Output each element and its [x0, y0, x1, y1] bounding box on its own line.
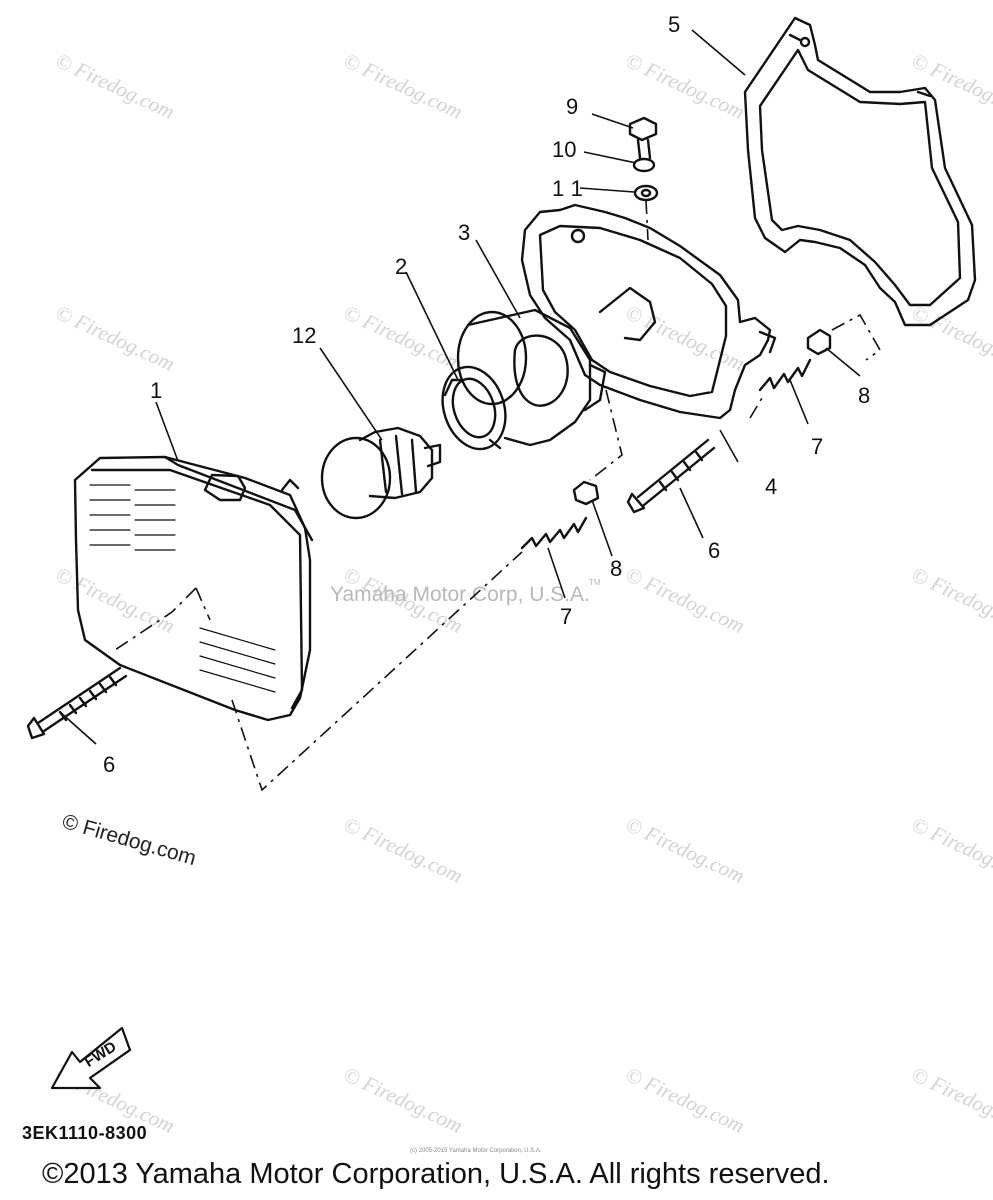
part-6-adjusting-screw: [26, 666, 128, 740]
callout-label: 11: [552, 176, 591, 201]
part-10-lock-washer: [632, 157, 656, 173]
callout-label: 2: [395, 254, 408, 279]
center-credit: Yamaha Motor Corp, U.S.A.: [330, 583, 590, 606]
part-2-retaining-ring: [441, 365, 507, 451]
trademark-mark: TM: [589, 578, 601, 587]
callout-label: 7: [811, 434, 824, 459]
lens-pattern: [89, 484, 276, 693]
part-7-spring: [520, 516, 588, 550]
part-5-outer-rim: [743, 16, 977, 327]
part-3-socket-holder: [456, 308, 607, 447]
callout-label: 5: [668, 12, 681, 37]
callout-label: 9: [566, 94, 579, 119]
part-8-nut: [806, 328, 832, 356]
callout-label: 12: [292, 323, 317, 348]
diagram-code: 3EK1110-8300: [22, 1123, 148, 1143]
small-copyright: (c) 2005-2015 Yamaha Motor Corporation, …: [410, 1148, 542, 1154]
leader-lines: [59, 29, 861, 745]
callout-label: 4: [765, 474, 778, 499]
part-11-washer-hole: [640, 188, 652, 198]
part-8-nut: [572, 480, 600, 506]
callout-label: 1: [150, 378, 163, 403]
footer-copyright: ©2013 Yamaha Motor Corporation, U.S.A. A…: [42, 1158, 830, 1190]
callout-label: 3: [458, 220, 471, 245]
part-12-bulb: [320, 426, 442, 520]
callout-label: 10: [552, 137, 577, 162]
fwd-arrow-icon: FWD: [50, 1026, 132, 1090]
part-1-headlight-unit: [73, 455, 314, 722]
callout-label: 8: [610, 556, 623, 581]
part-6-adjusting-screw: [626, 438, 716, 514]
part-7-spring: [758, 358, 812, 392]
part-9-screw: [628, 116, 658, 160]
part-4-headlight-case: [520, 203, 777, 420]
callout-label: 7: [560, 604, 573, 629]
assembly-lines: [111, 199, 882, 792]
callout-label: 6: [708, 538, 721, 563]
callout-label: 6: [103, 752, 116, 777]
part-11-washer: [633, 184, 659, 202]
callout-label: 8: [858, 383, 871, 408]
